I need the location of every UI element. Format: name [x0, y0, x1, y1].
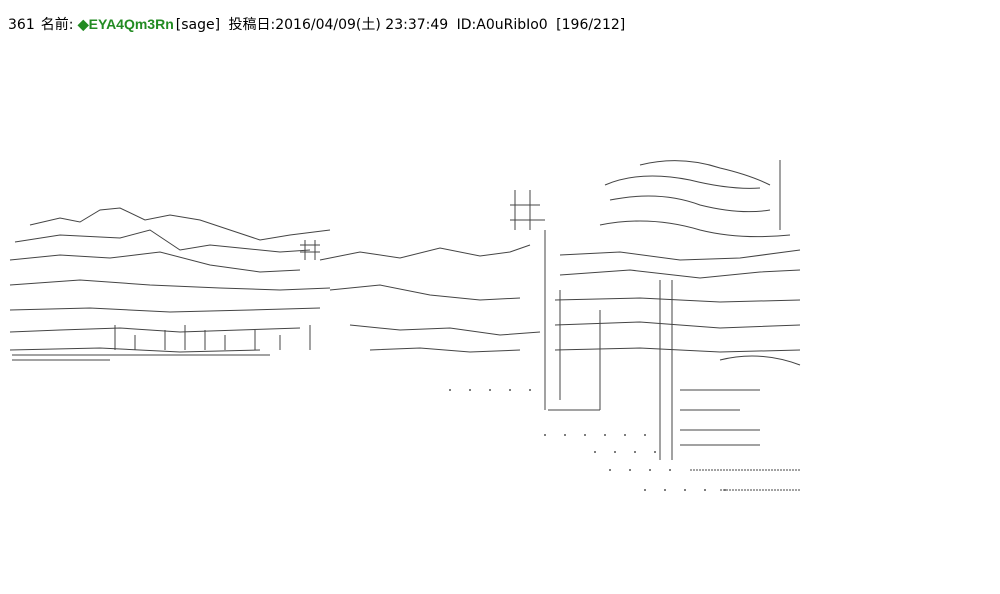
- poster-name: ◆EYA4Qm3Rn: [77, 16, 174, 32]
- name-label: 名前:: [40, 17, 74, 33]
- post-count: [196/212]: [556, 17, 626, 33]
- post-date-label: 投稿日:: [228, 17, 276, 33]
- poster-email[interactable]: [sage]: [175, 17, 221, 33]
- post-id[interactable]: ID:A0uRibIo0: [456, 17, 548, 33]
- post-number[interactable]: 361: [8, 17, 35, 33]
- post-header: 361 名前: ◆EYA4Qm3Rn[sage] 投稿日:2016/04/09(土…: [8, 15, 625, 34]
- ascii-art-drawing: [9, 160, 801, 491]
- ascii-art-landscape-icon: [0, 160, 1000, 500]
- post-date: 2016/04/09(土) 23:37:49: [275, 17, 449, 33]
